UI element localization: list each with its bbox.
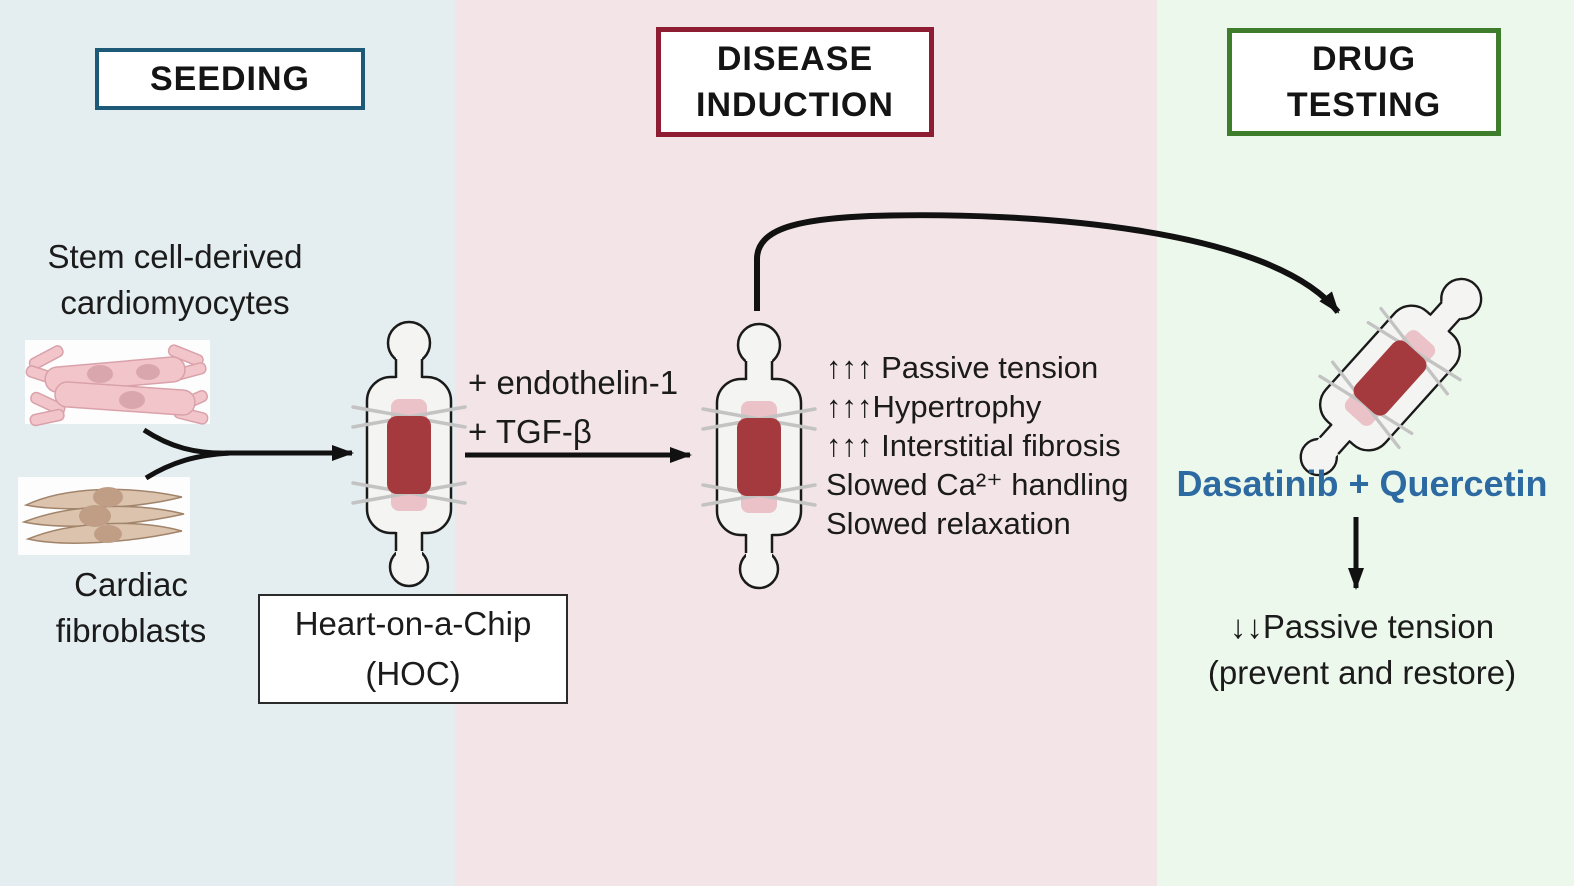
fibroblasts-label-line1: Cardiac	[74, 566, 188, 603]
outcome-line2: (prevent and restore)	[1207, 654, 1517, 691]
drug-testing-header: DRUG TESTING	[1227, 28, 1501, 136]
effect-passive-tension: ↑↑↑ Passive tension	[826, 350, 1099, 385]
reagent-tgfb: + TGF-β	[468, 413, 592, 450]
disease-header-line2: INDUCTION	[696, 86, 894, 124]
hoc-chip-healthy	[351, 320, 467, 588]
induction-reagents: + endothelin-1 + TGF-β	[468, 358, 678, 456]
seeding-merge-arrow	[142, 427, 354, 481]
effect-hypertrophy: ↑↑↑Hypertrophy	[826, 389, 1042, 424]
treatment-label: Dasatinib + Quercetin	[1176, 463, 1548, 504]
cardiomyocytes-label: Stem cell-derived cardiomyocytes	[10, 234, 340, 326]
hoc-label-line2: (HOC)	[365, 655, 461, 692]
cardiomyocytes-illustration	[25, 340, 210, 427]
cardiomyocytes-label-line1: Stem cell-derived	[47, 238, 303, 275]
drug-header-line1: DRUG	[1311, 40, 1417, 78]
fibroblasts-label: Cardiac fibroblasts	[0, 562, 262, 654]
seeding-header: SEEDING	[95, 48, 365, 110]
hoc-label-line1: Heart-on-a-Chip	[294, 605, 532, 642]
hoc-chip-diseased	[701, 322, 817, 590]
disease-induction-panel	[455, 0, 1157, 886]
drug-header-line2: TESTING	[1286, 86, 1442, 124]
seeding-header-label: SEEDING	[149, 60, 311, 98]
effect-relaxation: Slowed relaxation	[826, 506, 1071, 541]
fibroblasts-label-line2: fibroblasts	[55, 612, 207, 649]
reagent-endothelin: + endothelin-1	[468, 364, 679, 401]
effect-ca-handling: Slowed Ca²⁺ handling	[826, 467, 1129, 502]
effect-interstitial-fibrosis: ↑↑↑ Interstitial fibrosis	[826, 428, 1121, 463]
hoc-label-box: Heart-on-a-Chip (HOC)	[258, 594, 568, 704]
disease-header-line1: DISEASE	[716, 40, 874, 78]
disease-effects-list: ↑↑↑ Passive tension ↑↑↑Hypertrophy ↑↑↑ I…	[826, 348, 1128, 543]
fibroblasts-illustration	[18, 477, 190, 555]
bypass-curved-arrow	[754, 212, 1341, 314]
treatment-outcome: ↓↓Passive tension (prevent and restore)	[1162, 604, 1562, 696]
disease-induction-header: DISEASE INDUCTION	[656, 27, 934, 137]
cardiomyocytes-label-line2: cardiomyocytes	[60, 284, 290, 321]
outcome-line1: ↓↓Passive tension	[1229, 608, 1495, 645]
